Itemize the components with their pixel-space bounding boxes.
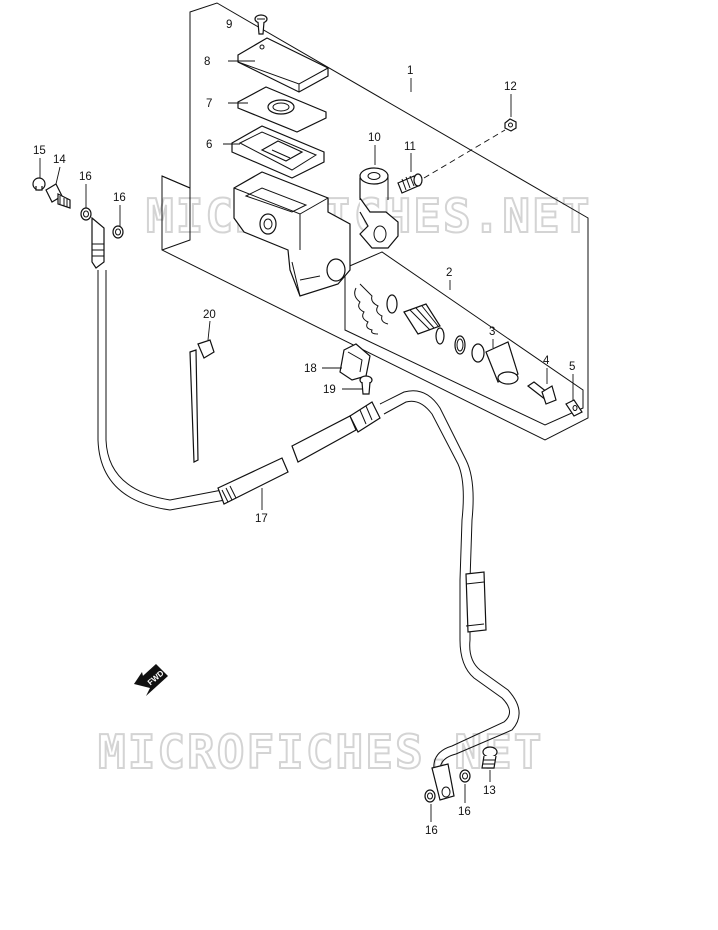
- callout-13: 13: [483, 785, 496, 797]
- callout-20: 20: [203, 309, 216, 321]
- callout-16-upper-left: 16: [79, 171, 92, 183]
- callout-3: 3: [489, 326, 495, 338]
- screw-part-9: [254, 14, 268, 35]
- piston-kit-part-2: [354, 283, 466, 355]
- callout-6: 6: [206, 139, 212, 151]
- callout-16-bottom: 16: [425, 825, 438, 837]
- master-cylinder-body: [233, 171, 351, 297]
- callout-19: 19: [323, 384, 336, 396]
- bracket-part-10: [359, 167, 399, 249]
- piston-kit-outline: [344, 251, 584, 426]
- callout-4: 4: [543, 355, 550, 367]
- gasket-part-16-bottom: [424, 789, 436, 803]
- gasket-part-16-left-2: [112, 225, 124, 239]
- callout-14: 14: [53, 154, 66, 166]
- bolt-11-axis: [423, 129, 506, 179]
- callout-9: 9: [226, 19, 232, 31]
- pushrod-part-4: [526, 381, 557, 405]
- assembly-outline-notch: [161, 175, 191, 251]
- union-bolt-part-14: [45, 183, 71, 209]
- callout-2: 2: [446, 267, 452, 279]
- callout-18: 18: [304, 363, 317, 375]
- callout-1: 1: [407, 65, 413, 77]
- callout-8: 8: [204, 56, 210, 68]
- bolt-part-11: [397, 173, 423, 194]
- union-bolt-part-13: [481, 746, 498, 769]
- reservoir-cap-part-8: [237, 37, 329, 93]
- callout-17: 17: [255, 513, 268, 525]
- callout-10: 10: [368, 132, 381, 144]
- gasket-part-16-right: [459, 769, 471, 783]
- callout-5: 5: [569, 361, 575, 373]
- callout-16-left: 16: [113, 192, 126, 204]
- boot-part-3: [471, 341, 519, 385]
- callout-15: 15: [33, 145, 46, 157]
- clutch-hose-part-17: [91, 216, 381, 511]
- clamp-part-18: [339, 343, 371, 381]
- callout-11: 11: [404, 141, 416, 153]
- callout-16-right: 16: [458, 806, 471, 818]
- bleeder-cap-part-15: [32, 177, 46, 191]
- callout-7: 7: [206, 98, 212, 110]
- nut-part-12: [504, 118, 517, 132]
- cable-tie-part-20: [189, 339, 215, 463]
- clutch-pipe: [379, 390, 520, 801]
- diaphragm-part-6: [231, 125, 325, 179]
- diaphragm-plate-part-7: [237, 86, 327, 133]
- bolt-part-19: [359, 375, 373, 395]
- gasket-part-16-left: [80, 207, 92, 221]
- pin-part-5: [565, 399, 583, 417]
- watermark-bottom: MICROFICHES.NET: [98, 725, 543, 779]
- leader-lines: [39, 60, 574, 822]
- callout-12: 12: [504, 81, 517, 93]
- forward-arrow-icon: FWD: [134, 664, 168, 696]
